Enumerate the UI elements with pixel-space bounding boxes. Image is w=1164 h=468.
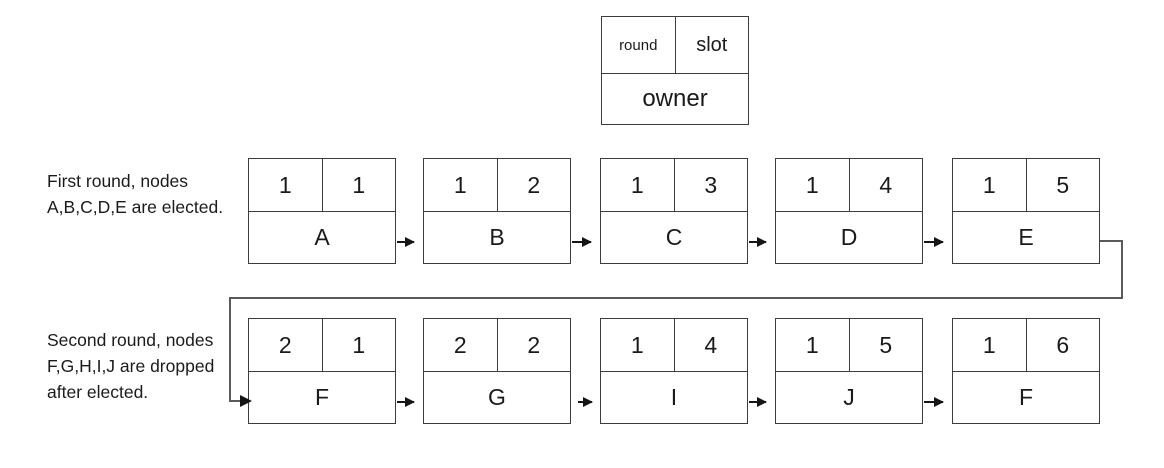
node-header: 1 4 [601, 319, 747, 372]
legend-key-box: round slot owner [601, 16, 749, 125]
legend-header-row: round slot [602, 17, 748, 74]
node-slot-value: 2 [527, 331, 541, 358]
node-header: 1 1 [249, 159, 395, 212]
node-owner-value: F [314, 384, 330, 410]
node-owner-value: D [840, 224, 858, 250]
node-row1-5: 1 5 E [952, 158, 1100, 264]
caption-second-round: Second round, nodes F,G,H,I,J are droppe… [47, 330, 215, 402]
legend-round-label: round [602, 17, 676, 73]
node-row2-1: 2 1 F [248, 318, 396, 424]
node-slot-value: 6 [1056, 331, 1070, 358]
node-row2-3: 1 4 I [600, 318, 748, 424]
node-owner-value: C [665, 224, 683, 250]
node-header: 1 3 [601, 159, 747, 212]
node-row1-1: 1 1 A [248, 158, 396, 264]
node-slot-value: 4 [704, 331, 718, 358]
arrow-row2-4-to-5 [924, 397, 944, 407]
node-round-value: 2 [249, 319, 323, 371]
caption-first-round: First round, nodes A,B,C,D,E are elected… [47, 171, 224, 217]
legend-slot-label: slot [696, 34, 728, 56]
arrow-row2-2-to-3 [578, 397, 593, 407]
arrow-row2-1-to-2 [397, 397, 415, 407]
node-round-value: 1 [249, 159, 323, 211]
node-row2-2: 2 2 G [423, 318, 571, 424]
node-owner-value: A [314, 224, 330, 250]
node-round-value: 1 [953, 159, 1027, 211]
node-slot-value: 5 [1056, 171, 1070, 198]
arrow-row1-4-to-5 [924, 237, 944, 247]
node-round-value: 2 [424, 319, 498, 371]
node-owner-value: B [489, 224, 505, 250]
arrow-row1-1-to-2 [397, 237, 415, 247]
node-header: 1 5 [776, 319, 922, 372]
node-header: 1 4 [776, 159, 922, 212]
node-slot-value: 4 [879, 171, 893, 198]
node-row2-5: 1 6 F [952, 318, 1100, 424]
node-header: 1 5 [953, 159, 1099, 212]
node-round-value: 1 [953, 319, 1027, 371]
node-owner-value: I [670, 384, 678, 410]
node-header: 2 1 [249, 319, 395, 372]
node-owner-value: J [843, 384, 855, 410]
node-slot-value: 5 [879, 331, 893, 358]
node-round-value: 1 [776, 319, 850, 371]
node-header: 1 6 [953, 319, 1099, 372]
node-row1-3: 1 3 C [600, 158, 748, 264]
node-slot-value: 3 [704, 171, 718, 198]
node-round-value: 1 [601, 159, 675, 211]
arrow-row2-3-to-4 [749, 397, 767, 407]
node-row1-2: 1 2 B [423, 158, 571, 264]
node-slot-value: 1 [352, 171, 366, 198]
node-header: 2 2 [424, 319, 570, 372]
node-header: 1 2 [424, 159, 570, 212]
arrow-row1-3-to-4 [749, 237, 767, 247]
node-round-value: 1 [424, 159, 498, 211]
node-slot-value: 2 [527, 171, 541, 198]
node-owner-value: E [1018, 224, 1034, 250]
node-row1-4: 1 4 D [775, 158, 923, 264]
node-owner-value: F [1018, 384, 1034, 410]
node-round-value: 1 [601, 319, 675, 371]
legend-owner-label: owner [642, 85, 708, 112]
node-owner-value: G [488, 384, 506, 410]
node-row2-4: 1 5 J [775, 318, 923, 424]
arrow-row1-2-to-3 [572, 237, 592, 247]
node-round-value: 1 [776, 159, 850, 211]
node-slot-value: 1 [352, 331, 366, 358]
